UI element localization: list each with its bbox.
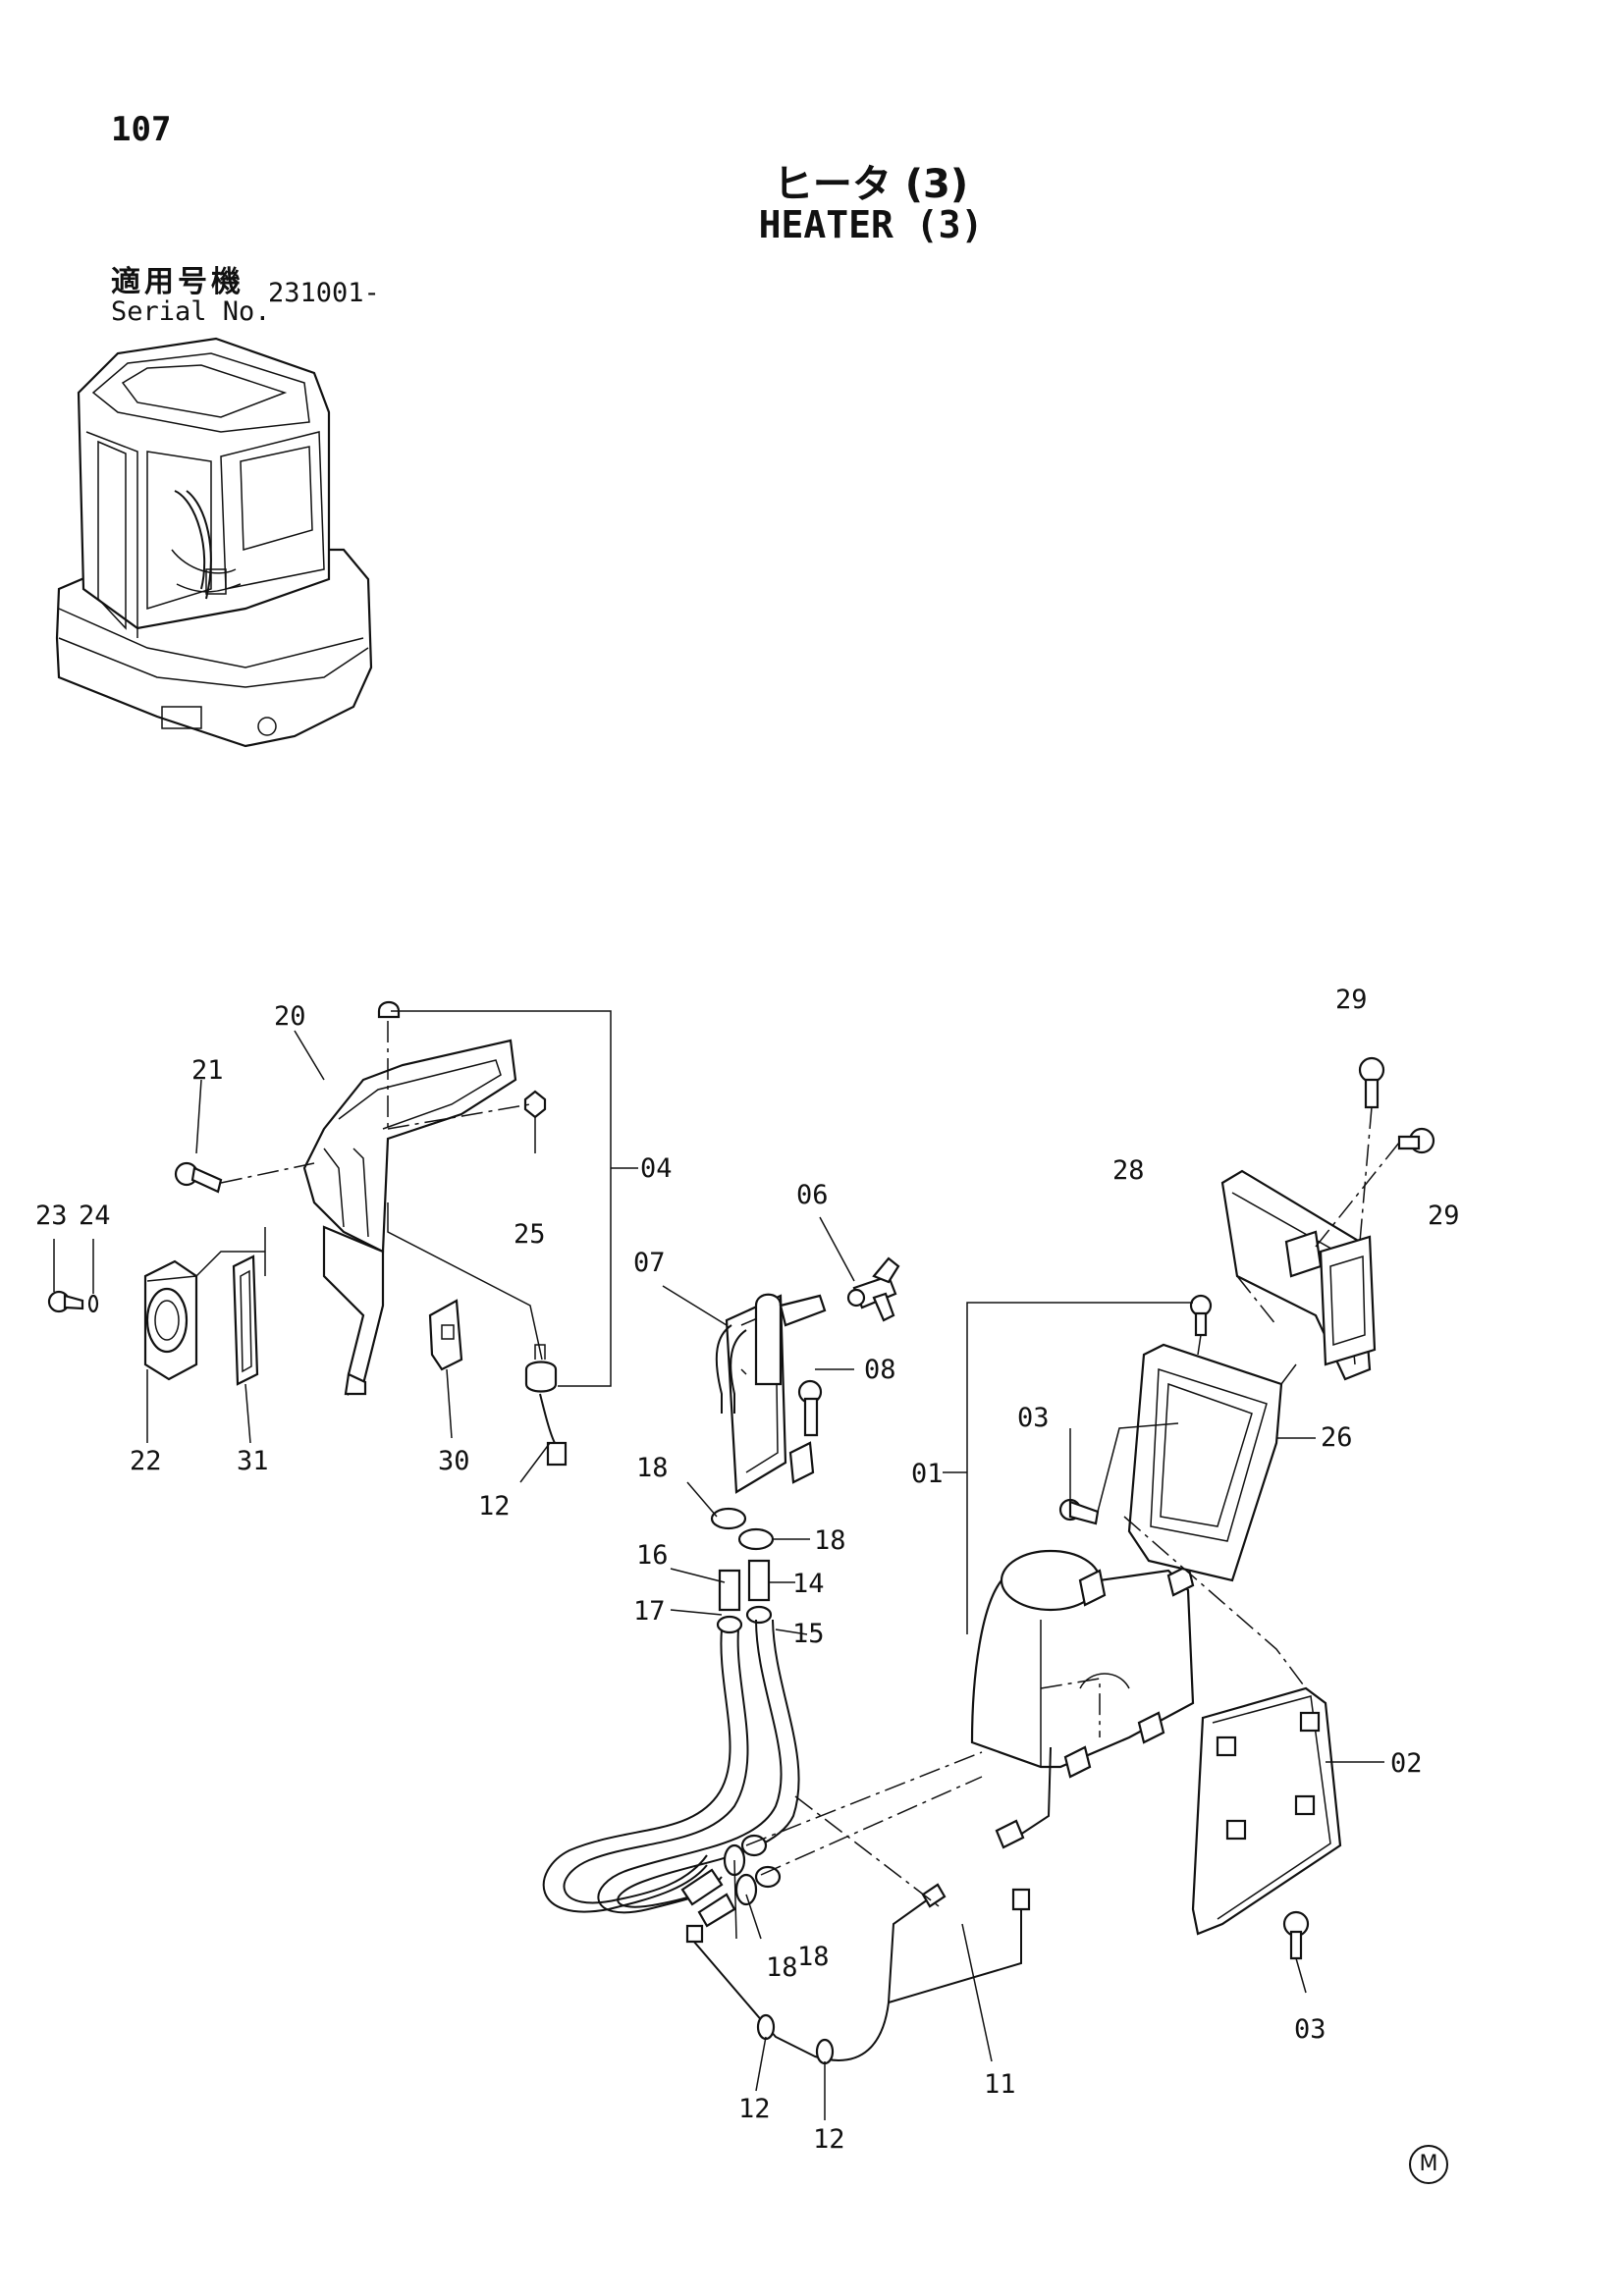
- callout-15: 15: [792, 1619, 825, 1649]
- callout-21: 21: [191, 1055, 224, 1086]
- callout-04: 04: [640, 1153, 673, 1184]
- callout-02: 02: [1390, 1748, 1423, 1779]
- callout-03-a: 03: [1017, 1403, 1050, 1433]
- callout-leaders-right: [662, 1106, 1400, 2120]
- callout-labels: 20 21 23 24 25 04 22 31 30 12 06 07 08 1…: [35, 985, 1460, 2155]
- page-title-english: HEATER (3): [758, 203, 984, 246]
- callout-12-b: 12: [738, 2094, 771, 2124]
- callout-06: 06: [796, 1180, 829, 1210]
- callout-30: 30: [438, 1446, 470, 1476]
- callout-24: 24: [79, 1201, 111, 1231]
- cab-overview-illustration: [55, 337, 373, 748]
- callout-23: 23: [35, 1201, 68, 1231]
- page-title-japanese: ヒータ (3): [773, 162, 969, 207]
- callout-leaders-left: [53, 1010, 638, 1483]
- valve-assembly: [710, 1256, 900, 1634]
- callout-29-b: 29: [1428, 1201, 1460, 1231]
- callout-07: 07: [633, 1248, 666, 1278]
- callout-18-c: 18: [766, 1952, 798, 1983]
- callout-12-a: 12: [478, 1491, 511, 1522]
- page-number: 107: [111, 110, 172, 149]
- callout-26: 26: [1321, 1422, 1353, 1453]
- heater-hoses: [542, 1619, 800, 1928]
- callout-01: 01: [911, 1459, 944, 1489]
- duct-assembly: [47, 1000, 568, 1467]
- callout-28: 28: [1112, 1155, 1145, 1186]
- callout-17: 17: [633, 1596, 666, 1627]
- callout-03-b: 03: [1294, 2014, 1326, 2045]
- callout-20: 20: [274, 1001, 306, 1032]
- callout-14: 14: [792, 1569, 825, 1599]
- callout-18-d: 18: [797, 1942, 830, 1972]
- serial-label-english: Serial No.: [111, 296, 271, 327]
- callout-16: 16: [636, 1540, 669, 1571]
- callout-25: 25: [514, 1219, 546, 1250]
- callout-11: 11: [984, 2069, 1016, 2100]
- serial-label-japanese: 適用号機: [111, 265, 244, 299]
- callout-31: 31: [237, 1446, 269, 1476]
- callout-12-c: 12: [813, 2124, 845, 2155]
- callout-22: 22: [130, 1446, 162, 1476]
- manual-mark-icon: M: [1409, 2145, 1448, 2184]
- callout-08: 08: [864, 1355, 896, 1385]
- callout-29-a: 29: [1335, 985, 1368, 1015]
- callout-18-b: 18: [814, 1525, 846, 1556]
- serial-number-value: 231001-: [268, 278, 380, 308]
- wire-harness: [685, 1883, 1031, 2065]
- callout-18-a: 18: [636, 1453, 669, 1483]
